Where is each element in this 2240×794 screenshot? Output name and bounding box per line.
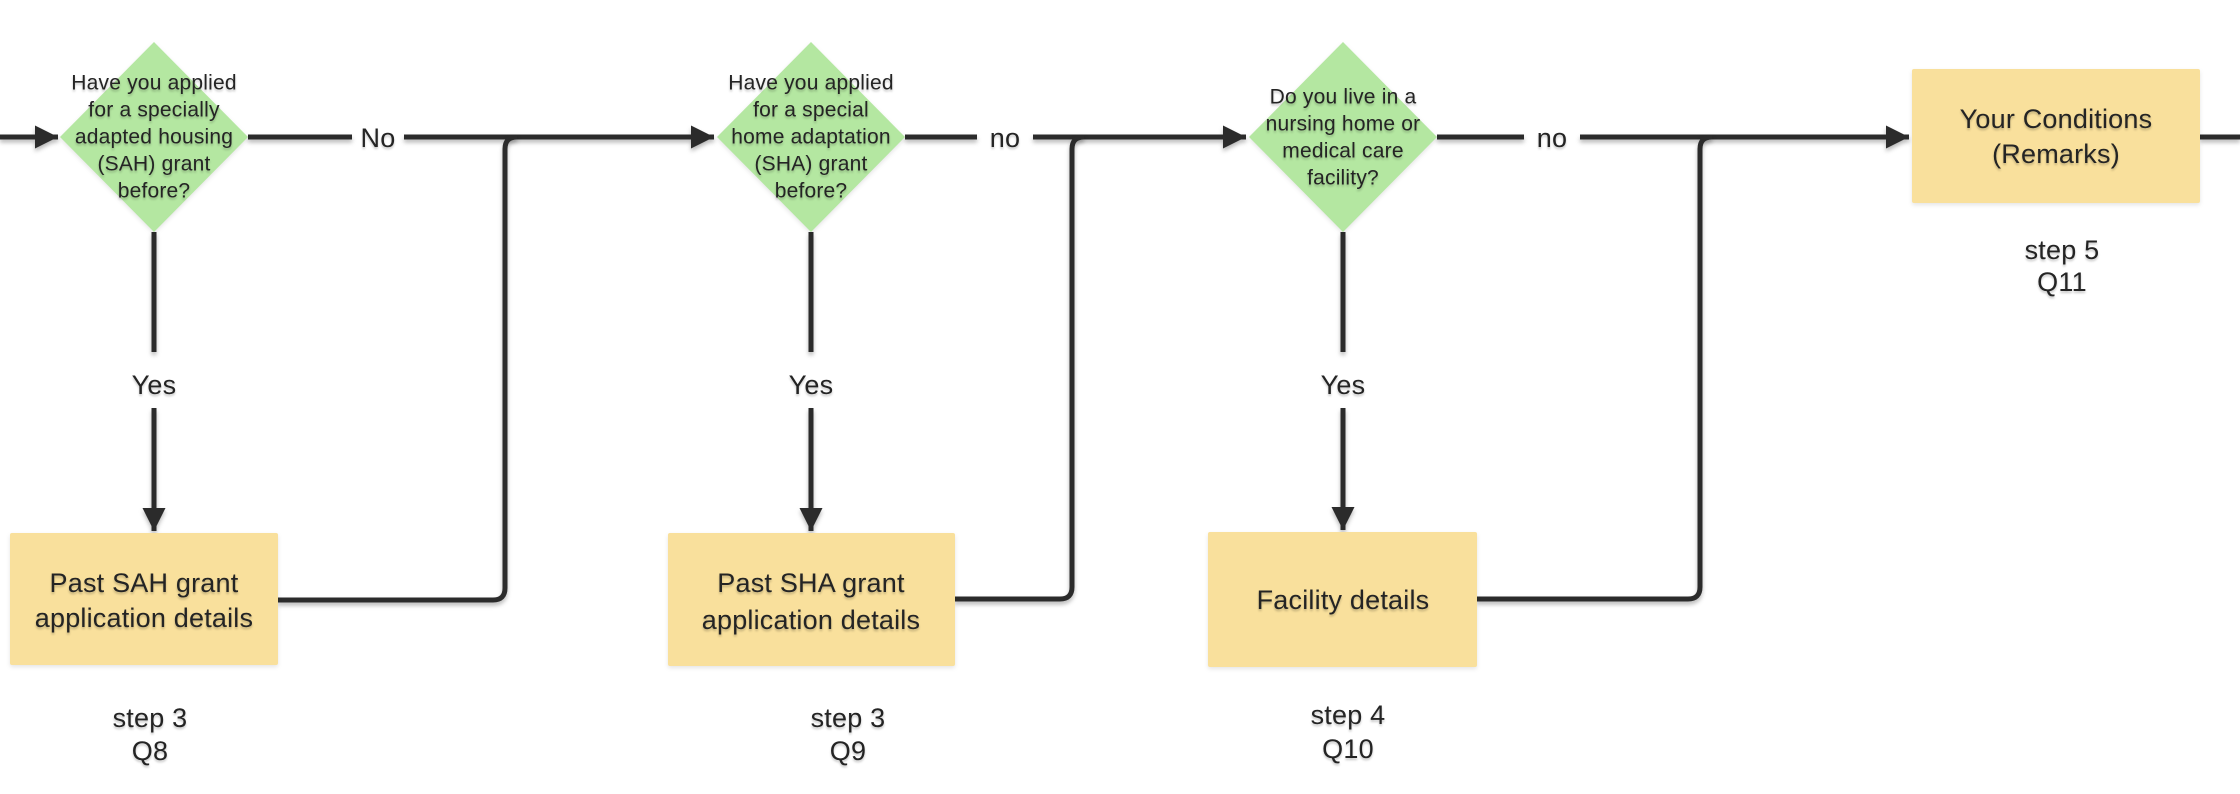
- process-past-sah-line: application details: [35, 603, 253, 633]
- edge-q8-merge: [278, 134, 518, 603]
- decision-sha-line: (SHA) grant: [754, 153, 867, 176]
- process-your-conditions-line: Your Conditions: [1960, 104, 2153, 134]
- shapes: [10, 42, 2200, 667]
- labels: Have you applied for a specially adapted…: [35, 72, 2153, 767]
- process-your-conditions-line: (Remarks): [1992, 139, 2120, 169]
- edge-label-q9-yes: Yes: [789, 370, 834, 400]
- question-label-q8: Q8: [132, 736, 168, 766]
- edge-label-q10-yes: Yes: [1321, 370, 1366, 400]
- decision-sha-line: Have you applied: [728, 72, 893, 95]
- edge-q9-merge: [955, 134, 1085, 602]
- decision-sha-line: before?: [775, 180, 848, 203]
- decision-sah-line: Have you applied: [71, 72, 236, 95]
- process-facility-box: [1208, 532, 1477, 667]
- process-past-sah-line: Past SAH grant: [50, 568, 239, 598]
- decision-sah-line: before?: [118, 180, 191, 203]
- question-label-q11: Q11: [2037, 267, 2087, 297]
- decision-facility-line: medical care: [1282, 140, 1403, 163]
- process-past-sah-box: [10, 533, 278, 665]
- edge-label-q8-yes: Yes: [132, 370, 177, 400]
- process-past-sha-box: [668, 533, 955, 666]
- decision-sha-line: for a special: [753, 99, 869, 122]
- step-label-q9: step 3: [811, 703, 886, 733]
- decision-sah-line: for a specially: [88, 99, 220, 122]
- step-label-q11: step 5: [2025, 235, 2100, 265]
- question-label-q9: Q9: [830, 736, 866, 766]
- question-label-q10: Q10: [1322, 734, 1374, 764]
- decision-sah-line: (SAH) grant: [97, 153, 210, 176]
- decision-facility-line: Do you live in a: [1270, 86, 1417, 109]
- connectors: [0, 125, 2240, 603]
- edge-label-q8-no: No: [361, 123, 396, 153]
- process-facility-line: Facility details: [1257, 585, 1430, 615]
- decision-facility-diamond: [1249, 42, 1437, 232]
- decision-sha-line: home adaptation: [731, 126, 890, 149]
- step-label-q10: step 4: [1311, 700, 1386, 730]
- edge-label-q10-no: no: [1537, 123, 1567, 153]
- decision-facility-line: nursing home or: [1266, 113, 1421, 136]
- decision-facility-line: facility?: [1307, 167, 1379, 190]
- decision-facility-text: Do you live in a nursing home or medical…: [1266, 86, 1421, 190]
- step-label-q8: step 3: [113, 703, 188, 733]
- decision-sah-text: Have you applied for a specially adapted…: [71, 72, 236, 203]
- decision-sah-diamond: [60, 42, 248, 232]
- process-past-sha-line: application details: [702, 605, 920, 635]
- edge-q10-merge: [1477, 134, 1713, 602]
- process-past-sha-line: Past SHA grant: [717, 568, 905, 598]
- decision-sha-text: Have you applied for a special home adap…: [728, 72, 893, 203]
- process-your-conditions-box: [1912, 69, 2200, 203]
- decision-sha-diamond: [717, 42, 905, 232]
- edge-label-q9-no: no: [990, 123, 1020, 153]
- decision-sah-line: adapted housing: [75, 126, 233, 149]
